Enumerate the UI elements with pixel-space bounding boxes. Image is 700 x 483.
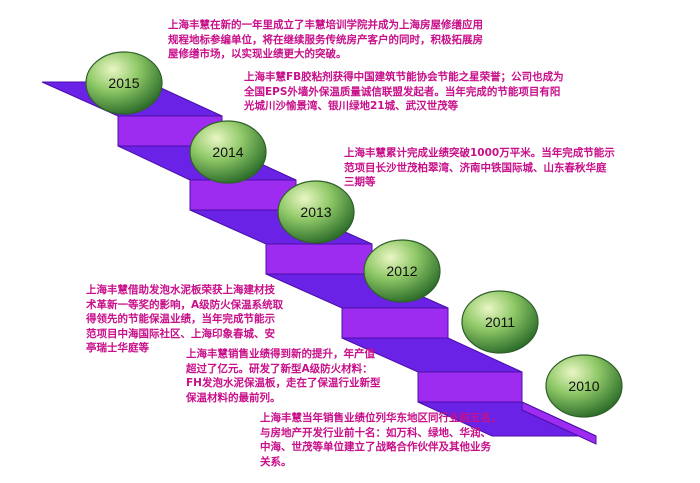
year-ball-2014 [189, 120, 267, 184]
year-label-2010: 2010 [568, 378, 599, 394]
year-label-2015: 2015 [108, 75, 139, 91]
milestone-2012-description: 上海丰慧借助发泡水泥板荣获上海建材技 术革新一等奖的影响，A级防火保温系统取 得… [86, 284, 284, 354]
year-ball-2010 [545, 354, 623, 418]
milestone-2010-description: 上海丰慧当年销售业绩位列华东地区同行业前五名， 与房地产开发行业前十名：如万科、… [260, 412, 502, 468]
year-ball-2015 [85, 51, 163, 115]
stair-end-face [521, 401, 597, 445]
year-label-2013: 2013 [300, 204, 331, 220]
year-ball-2011 [461, 290, 539, 354]
stair-riser-3 [265, 243, 373, 275]
milestone-2015-description: 上海丰慧在新的一年里成立了丰慧培训学院并成为上海房屋修缮应用 规程地标参编单位，… [168, 19, 483, 60]
milestone-2014-description: 上海丰慧FB胶粘剂获得中国建筑节能协会节能之星荣誉；公司也成为 全国EPS外墙外… [244, 71, 564, 112]
year-label-2014: 2014 [212, 144, 243, 160]
year-label-2011: 2011 [485, 314, 515, 330]
stair-riser-4 [341, 307, 449, 339]
year-ball-2012 [363, 239, 441, 303]
milestone-2013-description: 上海丰慧累计完成业绩突破1000万平米。当年完成节能示 范项目长沙世茂柏翠湾、济… [344, 147, 615, 188]
stair-riser-5 [417, 371, 523, 403]
year-label-2012: 2012 [386, 263, 417, 279]
milestone-2011-description: 上海丰慧销售业绩得到新的提升，年产值 超过了亿元。研发了新型A级防火材料： FH… [186, 348, 381, 404]
year-ball-2013 [277, 180, 355, 244]
